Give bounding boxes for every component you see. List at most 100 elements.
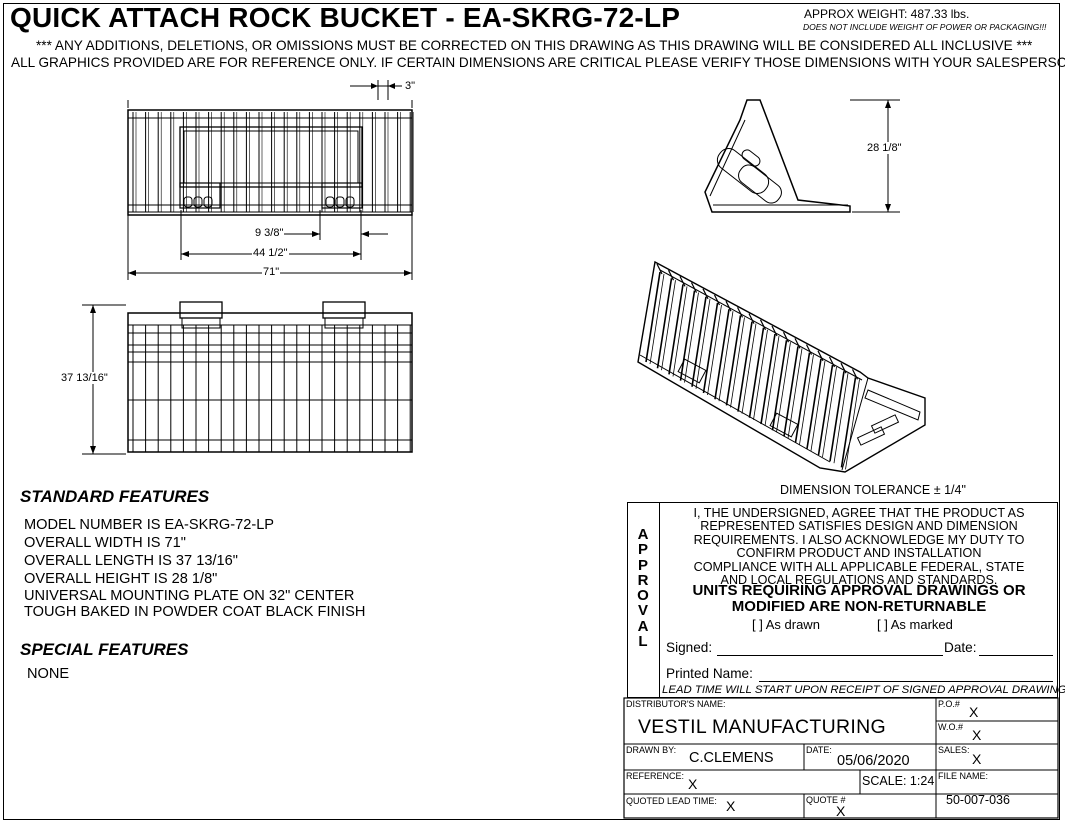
drawing-line: [851, 369, 859, 380]
drawing-line: [656, 278, 673, 369]
drawing-line: [787, 348, 803, 439]
top-view-drawing: [127, 100, 414, 216]
distributor-name: VESTIL MANUFACTURING: [638, 716, 886, 738]
sales-value: X: [972, 751, 982, 767]
drawing-line: [794, 352, 811, 443]
drawing-line: [822, 366, 837, 458]
drawing-line: [667, 269, 675, 281]
drawing-line: [656, 263, 663, 275]
special-feature-item: NONE: [27, 666, 70, 682]
mount-slot: [183, 196, 193, 208]
side-view-drawing: [704, 99, 900, 213]
center-distance-dimension: 44 1/2": [252, 247, 289, 259]
drawing-line: [702, 288, 709, 300]
wo-label: W.O.#: [938, 722, 964, 732]
feature-item: MODEL NUMBER IS EA-SKRG-72-LP: [24, 517, 275, 533]
file-name-label: FILE NAME:: [938, 771, 989, 781]
approx-weight: APPROX WEIGHT: 487.33 lbs.: [804, 7, 970, 21]
drawing-line: [794, 338, 801, 349]
overall-length-dimension: 37 13/16": [60, 372, 109, 384]
notice-line-1: *** ANY ADDITIONS, DELETIONS, OR OMISSIO…: [36, 38, 1033, 53]
approval-box: [627, 502, 1058, 698]
drawing-line: [730, 317, 745, 408]
as-marked-checkbox[interactable]: [ ] As marked: [877, 617, 953, 632]
dimension-tolerance: DIMENSION TOLERANCE ± 1/4": [780, 483, 966, 497]
quoted-lead-time-label: QUOTED LEAD TIME:: [626, 796, 717, 806]
drawing-line: [679, 276, 686, 287]
drawing-line: [736, 307, 744, 318]
standard-features-heading: STANDARD FEATURES: [20, 487, 210, 506]
standard-features-list: MODEL NUMBER IS EA-SKRG-72-LP OVERALL WI…: [24, 516, 365, 620]
drawing-line: [741, 323, 757, 414]
approval-divider: [659, 502, 660, 698]
signature-line[interactable]: [717, 655, 943, 656]
drawing-line: [810, 360, 826, 451]
drawing-line: [691, 296, 707, 387]
drawing-line: [725, 315, 742, 406]
mount-slot: [203, 196, 213, 208]
drawing-line: [776, 342, 791, 433]
po-value: X: [969, 704, 979, 720]
drawing-line: [829, 371, 845, 462]
signed-label: Signed:: [666, 640, 713, 655]
mount-slot: [325, 196, 335, 208]
weight-note: DOES NOT INCLUDE WEIGHT OF POWER OR PACK…: [803, 22, 1047, 32]
quoted-lead-time-value: X: [726, 798, 736, 814]
drawing-line: [661, 280, 676, 371]
reference-value: X: [688, 776, 698, 792]
isometric-view-drawing: [637, 260, 926, 473]
as-drawn-checkbox[interactable]: [ ] As drawn: [752, 617, 820, 632]
drawing-line: [828, 356, 836, 368]
drawing-line: [713, 294, 721, 306]
approval-vertical-label: A P P R O V A L: [637, 526, 649, 651]
po-label: P.O.#: [938, 699, 960, 709]
drawing-line: [649, 273, 665, 365]
feature-item: UNIVERSAL MOUNTING PLATE ON 32" CENTER: [24, 588, 355, 604]
drawing-line: [840, 377, 857, 468]
tine-spacing-dimension: 3": [404, 80, 417, 92]
mount-slot: [193, 196, 203, 208]
drawing-line: [718, 311, 734, 402]
drawing-line: [759, 319, 767, 331]
drawing-line: [695, 298, 711, 389]
plate-width-dimension: 9 3/8": [254, 227, 285, 239]
printed-name-line[interactable]: [759, 681, 1053, 682]
drawing-line: [679, 290, 696, 381]
feature-item: OVERALL WIDTH IS 71": [24, 535, 186, 551]
drawing-line: [760, 333, 776, 425]
overall-height-dimension: 28 1/8": [866, 142, 903, 154]
mount-slot: [345, 196, 355, 208]
distributor-label: DISTRIBUTOR'S NAME:: [626, 699, 726, 709]
drawing-frame: [3, 3, 1060, 820]
lead-time-note: LEAD TIME WILL START UPON RECEIPT OF SIG…: [662, 684, 1065, 696]
drawing-line: [817, 350, 824, 362]
drawing-line: [782, 331, 790, 343]
overall-width-dimension: 71": [262, 266, 281, 278]
feature-item: OVERALL HEIGHT IS 28 1/8": [24, 571, 218, 587]
drawing-line: [684, 292, 699, 383]
drawn-by-value: C.CLEMENS: [689, 750, 774, 766]
notice-line-2: ALL GRAPHICS PROVIDED ARE FOR REFERENCE …: [11, 55, 1065, 70]
file-name-value: 50-007-036: [946, 793, 1010, 807]
drawing-line: [753, 329, 768, 420]
approval-statement: I, THE UNDERSIGNED, AGREE THAT THE PRODU…: [693, 506, 1025, 588]
date-label: Date:: [944, 640, 977, 655]
quote-value: X: [836, 803, 846, 819]
reference-label: REFERENCE:: [626, 771, 685, 781]
date-line[interactable]: [979, 655, 1053, 656]
drawing-line: [714, 309, 730, 400]
drawing-line: [783, 346, 799, 437]
front-view-drawing: [127, 301, 413, 453]
printed-name-label: Printed Name:: [666, 666, 753, 681]
drawing-line: [833, 373, 849, 464]
drawing-line: [805, 344, 813, 355]
drawing-line: [748, 313, 755, 324]
wo-value: X: [972, 727, 982, 743]
drawing-line: [725, 300, 732, 312]
drawing-line: [840, 362, 847, 374]
sales-label: SALES:: [938, 745, 970, 755]
drawing-line: [771, 340, 788, 431]
scale-value: SCALE: 1:24: [862, 774, 935, 788]
drawing-line: [817, 364, 834, 456]
